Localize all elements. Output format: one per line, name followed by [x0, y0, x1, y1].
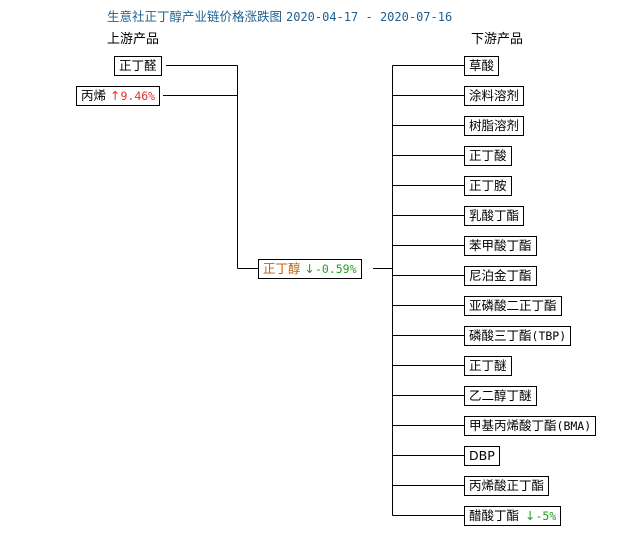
node-label: 正丁醚 — [469, 358, 507, 373]
downstream-node[interactable]: 草酸 — [464, 56, 500, 76]
downstream-node[interactable]: 树脂溶剂 — [464, 116, 525, 136]
node-label: 树脂溶剂 — [469, 118, 520, 133]
end-date: 2020-07-16 — [379, 10, 453, 24]
node-label: 乙二醇丁醚 — [469, 388, 532, 403]
downstream-node[interactable]: 甲基丙烯酸丁酯(BMA) — [464, 416, 597, 436]
upstream-node-propylene[interactable]: 丙烯 ↑9.46% — [76, 86, 161, 106]
node-suffix: (TBP) — [531, 329, 567, 343]
price-change: -0.59% — [314, 262, 357, 276]
downstream-node[interactable]: 乳酸丁酯 — [464, 206, 525, 226]
downstream-node[interactable]: 正丁酸 — [464, 146, 512, 166]
date-range: 2020-04-17 - 2020-07-16 — [286, 10, 452, 24]
downstream-node[interactable]: 正丁胺 — [464, 176, 512, 196]
node-label: 草酸 — [469, 58, 495, 73]
downstream-node[interactable]: 尼泊金丁酯 — [464, 266, 537, 286]
price-change: 9.46% — [120, 89, 156, 103]
node-label: 亚磷酸二正丁酯 — [469, 298, 557, 313]
upstream-node-butyraldehyde[interactable]: 正丁醛 — [114, 56, 162, 76]
node-label: DBP — [469, 448, 495, 463]
center-node-n-butanol[interactable]: 正丁醇 ↓-0.59% — [258, 259, 362, 279]
down-arrow-icon: ↓ — [525, 508, 536, 523]
chart-title: 生意社正丁醇产业链价格涨跌图 2020-04-17 - 2020-07-16 — [107, 6, 452, 25]
downstream-node[interactable]: 涂料溶剂 — [464, 86, 525, 106]
downstream-node[interactable]: 苯甲酸丁酯 — [464, 236, 537, 256]
node-label: 正丁醇 — [263, 261, 301, 276]
node-suffix: (BMA) — [556, 419, 592, 433]
downstream-node[interactable]: 醋酸丁酯 ↓-5% — [464, 506, 562, 526]
node-label: 醋酸丁酯 — [469, 508, 520, 523]
node-label: 正丁酸 — [469, 148, 507, 163]
node-label: 苯甲酸丁酯 — [469, 238, 532, 253]
title-text: 生意社正丁醇产业链价格涨跌图 — [107, 9, 283, 24]
node-label: 涂料溶剂 — [469, 88, 520, 103]
node-label: 磷酸三丁酯 — [469, 328, 532, 343]
price-change: -5% — [535, 509, 557, 523]
start-date: 2020-04-17 — [286, 10, 359, 24]
downstream-node[interactable]: DBP — [464, 446, 500, 466]
up-arrow-icon: ↑ — [110, 88, 121, 103]
date-separator: - — [365, 10, 373, 24]
node-label: 正丁胺 — [469, 178, 507, 193]
node-label: 丙烯 — [81, 88, 107, 103]
upstream-header: 上游产品 — [107, 32, 160, 47]
down-arrow-icon: ↓ — [304, 261, 315, 276]
node-label: 尼泊金丁酯 — [469, 268, 532, 283]
downstream-node[interactable]: 亚磷酸二正丁酯 — [464, 296, 562, 316]
node-label: 甲基丙烯酸丁酯 — [469, 418, 557, 433]
node-label: 正丁醛 — [119, 58, 157, 73]
downstream-node[interactable]: 磷酸三丁酯(TBP) — [464, 326, 572, 346]
downstream-node[interactable]: 正丁醚 — [464, 356, 512, 376]
downstream-node[interactable]: 乙二醇丁醚 — [464, 386, 537, 406]
downstream-node[interactable]: 丙烯酸正丁酯 — [464, 476, 550, 496]
downstream-header: 下游产品 — [471, 32, 524, 47]
node-label: 乳酸丁酯 — [469, 208, 520, 223]
node-label: 丙烯酸正丁酯 — [469, 478, 545, 493]
